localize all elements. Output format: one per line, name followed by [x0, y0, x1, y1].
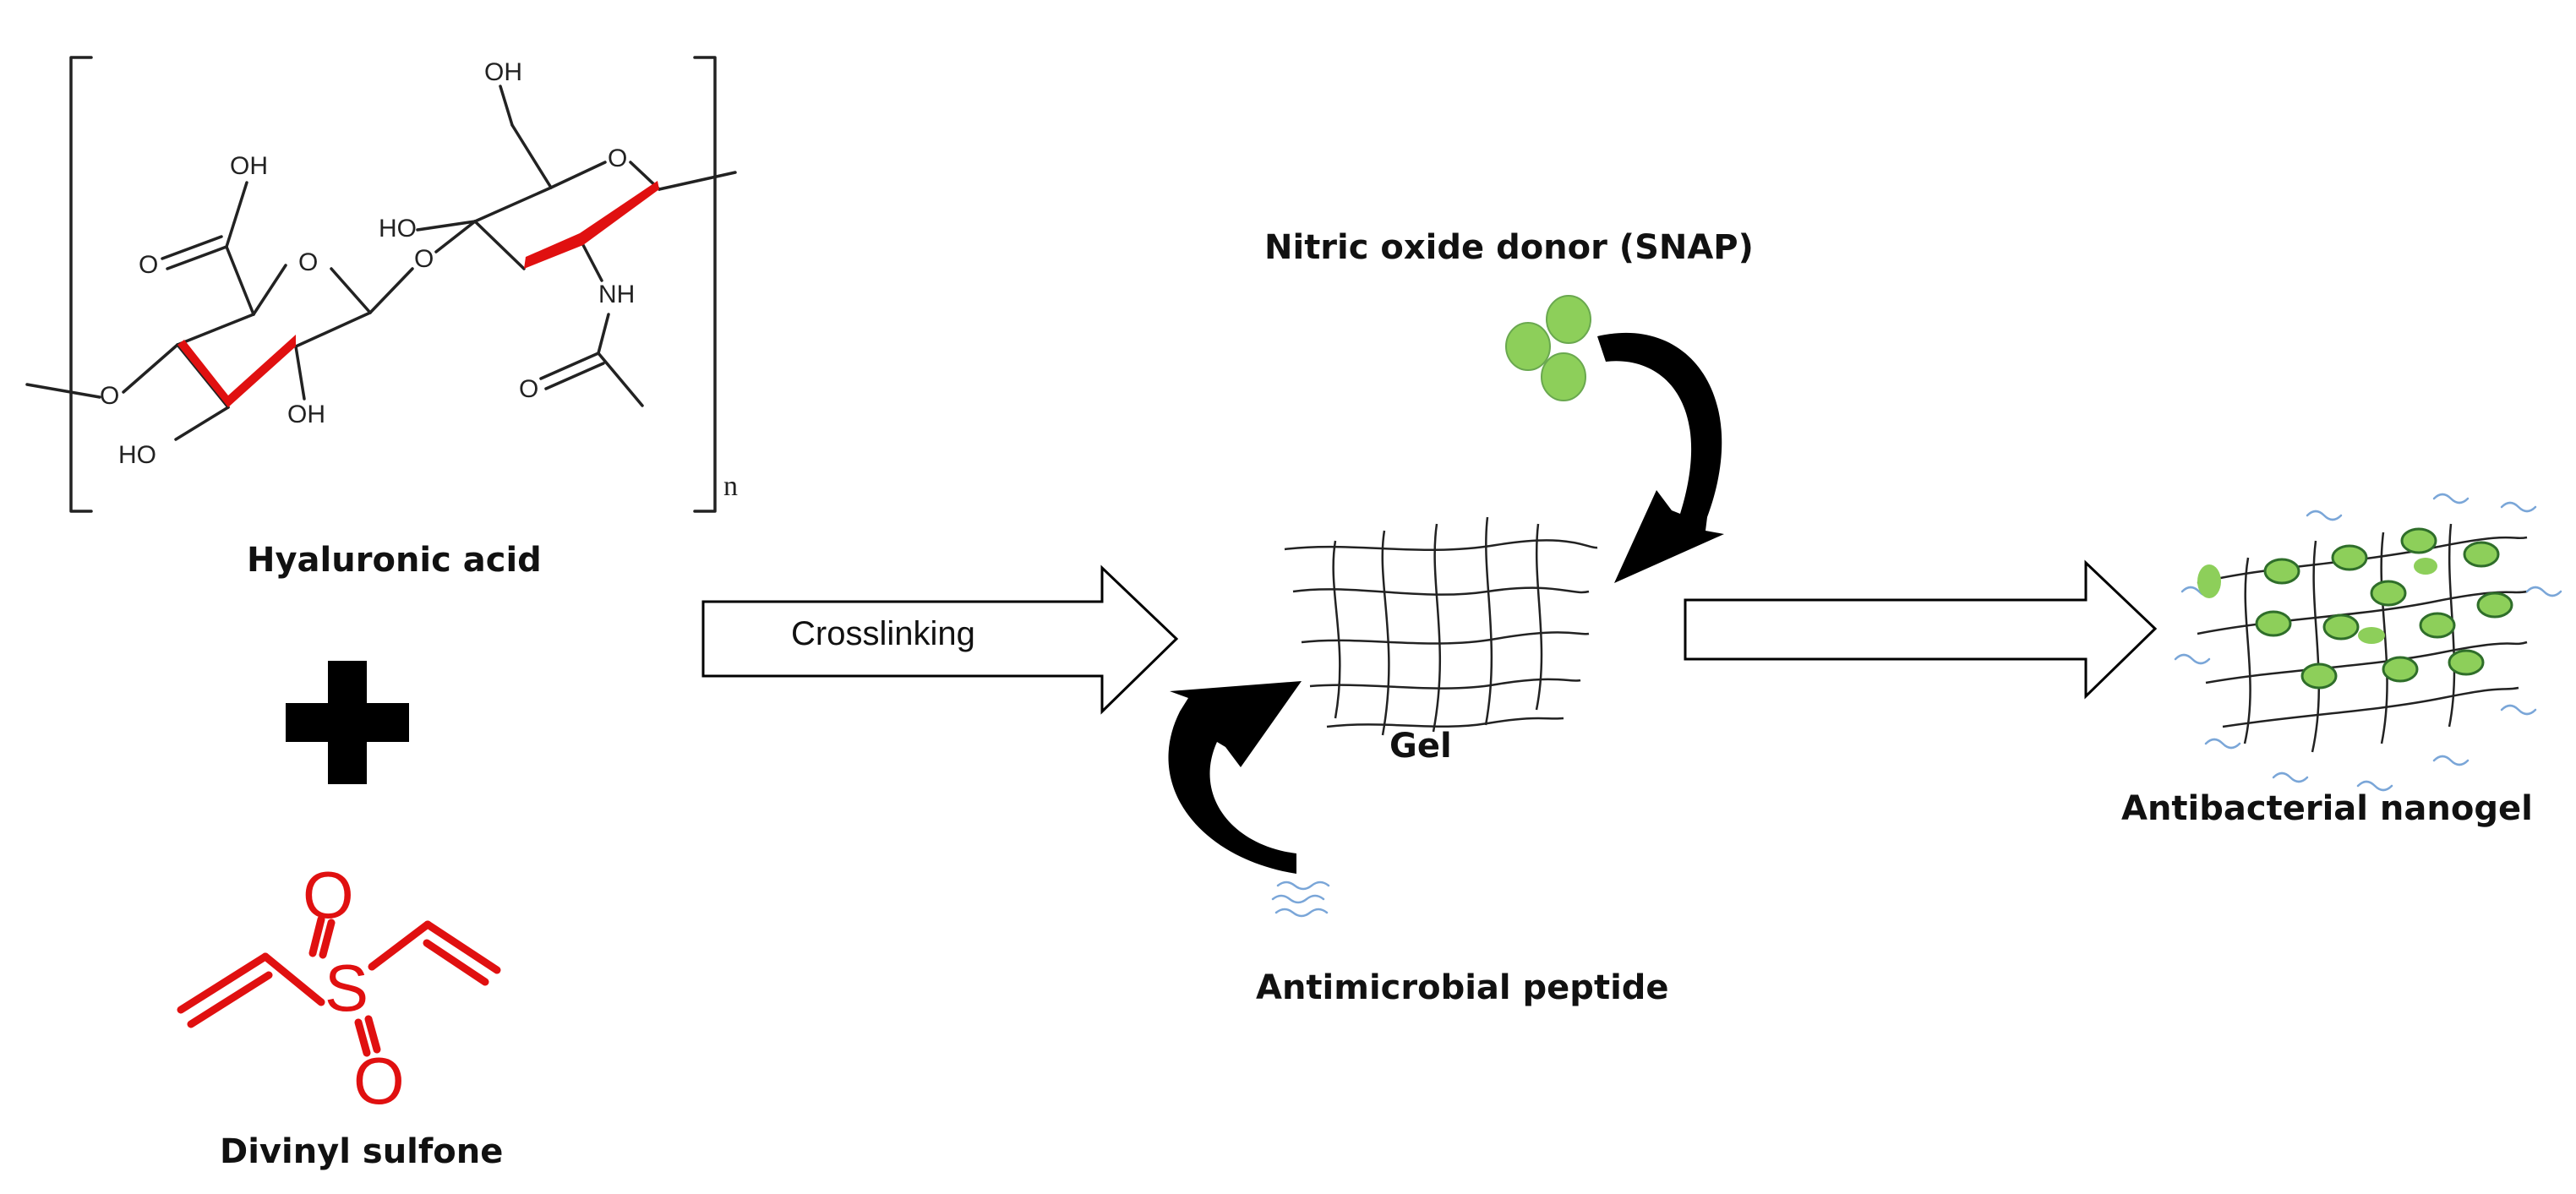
label-gel: Gel — [1389, 727, 1452, 766]
nanogel-arrow — [1684, 559, 2158, 700]
divinyl-sulfone-atoms: O S O — [303, 858, 405, 1118]
right-bracket — [693, 56, 717, 513]
snap-particle-2 — [1546, 295, 1591, 344]
curved-arrow-icon — [1597, 332, 1724, 583]
dvs-o-bottom: O — [353, 1044, 405, 1118]
atom-nh: NH — [598, 281, 635, 308]
hyaluronic-acid-structure — [25, 56, 737, 513]
curved-arrow-icon — [1168, 681, 1302, 874]
label-crosslinking: Crosslinking — [791, 615, 975, 652]
atom-oh-top: OH — [484, 58, 522, 86]
gel-network — [1284, 516, 1598, 736]
label-nitric-oxide: Nitric oxide donor (SNAP) — [1264, 228, 1754, 267]
dvs-s: S — [325, 951, 368, 1025]
wedge-ring2 — [524, 181, 659, 269]
nanogel-peptides — [2174, 493, 2562, 792]
snap-particle-1 — [1505, 322, 1551, 371]
nanogel-particles — [2197, 527, 2513, 690]
subscript-n: n — [723, 471, 738, 502]
atom-oh-acid: OH — [230, 152, 268, 180]
left-bracket — [69, 56, 93, 513]
label-hyaluronic-acid: Hyaluronic acid — [247, 541, 542, 580]
atom-o-ring1: O — [298, 248, 318, 276]
snap-particles — [1505, 295, 1591, 401]
atom-labels: OH OH O O O O O HO OH HO NH O n — [100, 58, 738, 502]
atom-ho-ring2: HO — [379, 215, 417, 243]
divinyl-sulfone-structure — [177, 915, 501, 1057]
atom-o-left: O — [100, 382, 119, 410]
atom-oh-mid: OH — [287, 401, 325, 428]
label-antibacterial-nanogel: Antibacterial nanogel — [2121, 789, 2533, 828]
label-divinyl-sulfone: Divinyl sulfone — [220, 1132, 504, 1171]
peptide-squiggles — [1271, 881, 1330, 918]
crosslinking-arrow — [701, 564, 1179, 715]
atom-o-carbonyl: O — [139, 251, 158, 279]
atom-o-ring2: O — [608, 144, 627, 172]
label-antimicrobial-peptide: Antimicrobial peptide — [1256, 968, 1669, 1007]
stereo-wedges — [177, 181, 659, 407]
atom-ho-left: HO — [118, 441, 156, 469]
wedge-ring1 — [177, 335, 296, 407]
atom-o-glyco: O — [414, 245, 434, 273]
atom-o-amide: O — [519, 375, 538, 403]
plus-icon — [286, 661, 409, 784]
snap-particle-3 — [1541, 352, 1586, 401]
dvs-o-top: O — [303, 858, 354, 932]
